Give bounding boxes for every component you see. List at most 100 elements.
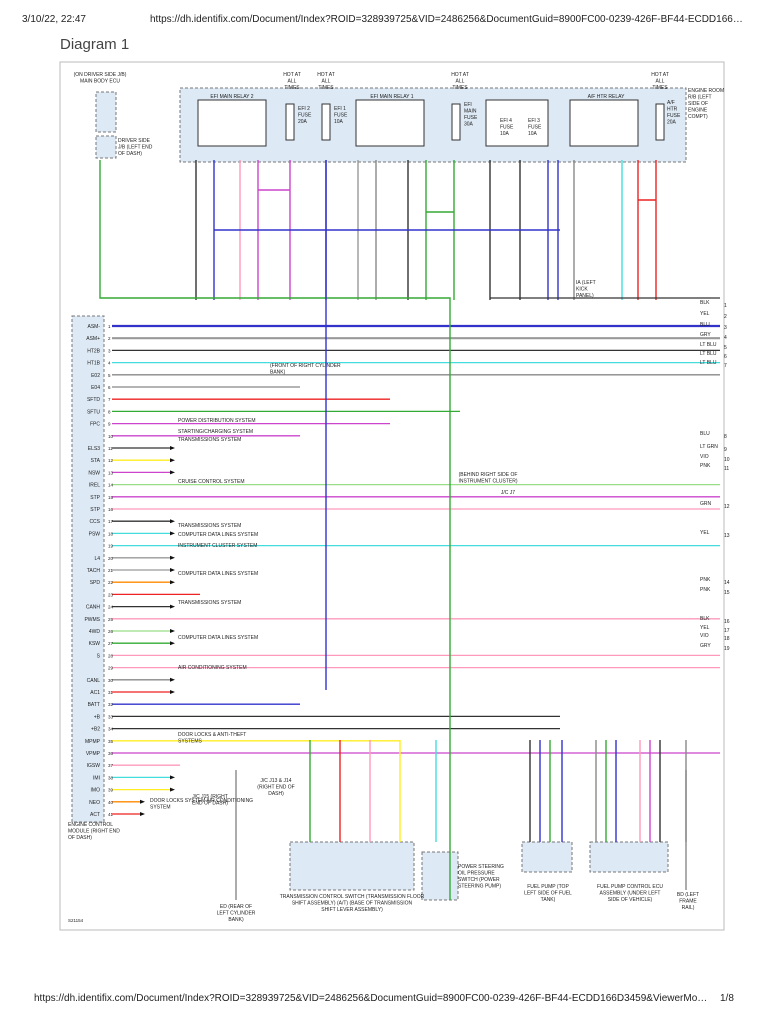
- ecm-pin-number: 36: [108, 751, 114, 756]
- ecm-pin-label: HT2B: [87, 348, 100, 354]
- ground-ia-label: PANEL): [576, 293, 594, 299]
- relay-1: [355, 99, 425, 147]
- print-url: https://dh.identifix.com/Document/Index?…: [150, 14, 743, 25]
- hot-at-all-times-label: ALL: [288, 79, 297, 85]
- ecm-pin-label: IMI: [93, 775, 100, 781]
- ecm-pin-number: 40: [108, 800, 114, 805]
- fp-ecu-label: ASSEMBLY (UNDER LEFT: [600, 891, 661, 897]
- ps-switch-label: POWER STEERING: [458, 864, 504, 870]
- right-wire-number: 3: [724, 325, 727, 331]
- system-label: INSTRUMENT CLUSTER SYSTEM: [178, 543, 257, 549]
- driver-jb-box: [95, 91, 117, 133]
- right-wire-color: YEL: [700, 625, 710, 631]
- right-wire-number: 19: [724, 646, 730, 652]
- fuse-efi2-label: FUSE: [298, 113, 312, 119]
- driver-jb-label: (ON DRIVER SIDE J/B): [74, 72, 127, 78]
- hot-at-all-times-label: HOT AT: [451, 72, 469, 78]
- ecm-pin-number: 25: [108, 617, 114, 622]
- relay-2: [197, 99, 267, 147]
- arrow-icon: [140, 812, 145, 816]
- diagram-title: Diagram 1: [60, 36, 130, 53]
- ecm-pin-number: 31: [108, 690, 114, 695]
- ecm-label: OF DASH): [68, 835, 92, 841]
- arrow-icon: [170, 604, 175, 609]
- arrow-icon: [170, 568, 175, 572]
- right-wire-color: GRY: [700, 332, 711, 338]
- behind-cluster-label: (BEHIND RIGHT SIDE OF: [459, 472, 518, 478]
- system-label: STARTING/CHARGING SYSTEM: [178, 429, 253, 435]
- ecm-pin-label: BATT: [88, 702, 100, 708]
- fuse-efi-main-label: MAIN: [464, 109, 477, 115]
- right-wire-color: BLU: [700, 322, 710, 328]
- tcs-box: [289, 841, 415, 891]
- ecm-pin-label: SFTD: [87, 397, 100, 403]
- ecm-pin-number: 37: [108, 763, 114, 768]
- engine-room-rb-label: R/B (LEFT: [688, 95, 712, 101]
- right-wire-color: VIO: [700, 454, 709, 460]
- ecm-pin-label: KSW: [89, 641, 101, 647]
- ecm-pin-label: E04: [91, 385, 100, 391]
- arrow-icon: [170, 629, 175, 633]
- ecm-pin-number: 39: [108, 788, 114, 793]
- ecm-pin-number: 8: [108, 409, 111, 414]
- fuse-efi4-label: FUSE: [500, 125, 514, 131]
- fp-ecu-label: FUEL PUMP CONTROL ECU: [597, 884, 663, 890]
- fuse-htr-label: HTR: [667, 107, 678, 113]
- ecm-pin-label: CANH: [86, 605, 101, 611]
- ps-switch-label: OIL PRESSURE: [458, 871, 495, 877]
- right-wire-color: PNK: [700, 587, 711, 593]
- ecm-pin-number: 10: [108, 434, 114, 439]
- ecm-pin-number: 29: [108, 666, 114, 671]
- ecm-pin-number: 30: [108, 678, 114, 683]
- ecm-pin-label: NSW: [88, 470, 100, 476]
- fuse-efi1-label: EFI 1: [334, 106, 346, 112]
- tcs-label: TRANSMISSION CONTROL SWITCH (TRANSMISSIO…: [280, 894, 425, 900]
- right-wire-color: BLK: [700, 300, 710, 306]
- jc-j13-label: DASH): [268, 791, 284, 797]
- relay-1-label: EFI MAIN RELAY 1: [370, 94, 413, 100]
- wires: [99, 160, 720, 900]
- ecm-pin-label: SFTU: [87, 409, 100, 415]
- right-wire-number: 1: [724, 303, 727, 309]
- right-wire-color: LT BLU: [700, 351, 717, 357]
- right-wire-number: 6: [724, 354, 727, 360]
- diagram-frame: [59, 61, 725, 931]
- fuse-efi1: [321, 103, 331, 141]
- engine-room-rb-label: SIDE OF: [688, 101, 708, 107]
- htr-relay-label: A/F HTR RELAY: [588, 94, 626, 100]
- right-wire-color: YEL: [700, 530, 710, 536]
- diagram-code: S21154: [68, 918, 84, 923]
- system-label: DOOR LOCKS & ANTI-THEFT: [178, 732, 246, 738]
- arrow-icon: [170, 519, 175, 524]
- right-wire-number: 13: [724, 533, 730, 539]
- ecm-pin-label: 4WD: [89, 629, 101, 635]
- ecm-box: [71, 315, 105, 823]
- driver-jb-left-label: OF DASH): [118, 151, 142, 157]
- right-wire-color: VIO: [700, 633, 709, 639]
- right-wire-number: 4: [724, 335, 727, 341]
- system-label: TRANSMISSIONS SYSTEM: [178, 600, 241, 606]
- ecm-pin-label: ASM-: [88, 324, 101, 330]
- ecm-pin-number: 38: [108, 775, 114, 780]
- right-wire-number: 7: [724, 363, 727, 369]
- right-wire-number: 17: [724, 628, 730, 634]
- arrow-icon: [170, 531, 175, 536]
- driver-jb-label: MAIN BODY ECU: [80, 79, 120, 85]
- arrow-icon: [170, 458, 175, 463]
- hot-at-all-times-label: ALL: [656, 79, 665, 85]
- hot-at-all-times-label: HOT AT: [317, 72, 335, 78]
- system-label: SYSTEMS: [178, 739, 203, 745]
- tcs-label: SHIFT LEVER ASSEMBLY): [321, 907, 383, 913]
- fuse-htr: [655, 103, 665, 141]
- fuel-pump-label: TANK): [541, 897, 556, 903]
- ecm-pin-number: 5: [108, 373, 111, 378]
- ecm-pin-number: 16: [108, 507, 114, 512]
- ecm-pin-label: SPD: [90, 580, 101, 586]
- fuse-efi4-label: EFI 4: [500, 118, 512, 124]
- fuel-pump-label: FUEL PUMP (TOP: [527, 884, 569, 890]
- ecm-pin-label: VPMP: [86, 751, 101, 757]
- fuse-efi3-label: FUSE: [528, 125, 542, 131]
- driver-jb-connector: [95, 135, 117, 159]
- fuse-htr-label: 20A: [667, 120, 677, 126]
